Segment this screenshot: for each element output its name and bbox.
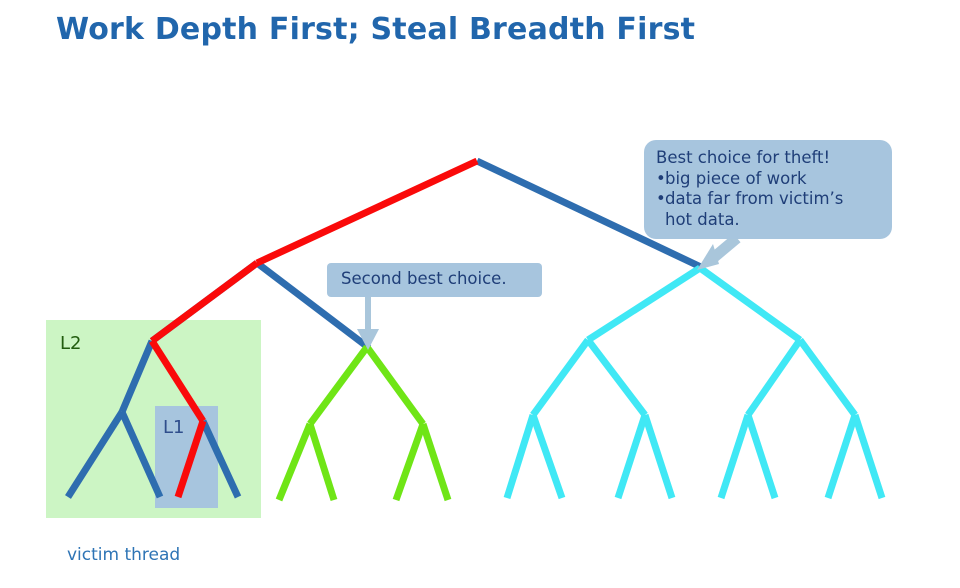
cyan-leaf-4: [641, 413, 676, 500]
callout-best-choice-for-theft: Best choice for theft! big piece of work…: [644, 140, 892, 239]
green-edge-r-leaf2: [419, 422, 452, 502]
cyan-leaf-1: [503, 413, 537, 500]
edge-root-right: [475, 157, 705, 272]
edge-left-greenroot: [254, 260, 372, 351]
green-edge-root-right: [364, 344, 426, 427]
cyan-leaf-7: [824, 413, 859, 500]
cyan-edge-r-right: [797, 337, 858, 418]
green-edge-l-leaf2: [306, 422, 338, 502]
green-edge-r-leaf1: [392, 422, 427, 502]
cyan-edge-r-left: [745, 338, 803, 417]
second-choice-arrow: [357, 290, 379, 350]
victim-thread-caption: victim thread: [67, 545, 181, 565]
green-edge-root-left: [307, 344, 370, 427]
edge-ll-leaf1b: [65, 410, 125, 499]
callout-theft-bullet-1: big piece of work: [656, 169, 882, 190]
region-label-l2: L2: [60, 333, 82, 354]
theft-arrow: [697, 233, 741, 270]
cyan-edge-l-right: [585, 337, 648, 418]
cyan-subtree: [503, 265, 886, 500]
cyan-edge-l-left: [530, 337, 591, 418]
region-label-l1: L1: [163, 417, 185, 438]
page-title: Work Depth First; Steal Breadth First: [56, 12, 696, 47]
edge-ll-leaf2: [118, 410, 164, 499]
cyan-leaf-5: [717, 413, 752, 500]
green-subtree: [275, 344, 452, 502]
callout-theft-continuation: hot data.: [665, 209, 740, 229]
cyan-leaf-2: [529, 413, 566, 500]
cyan-edge-root-right: [697, 265, 803, 343]
cyan-leaf-3: [614, 413, 649, 500]
edge-ll-leaf1: [118, 339, 156, 414]
callout-theft-bullet-2: data far from victim’s: [656, 189, 882, 210]
callout-theft-heading: Best choice for theft!: [656, 148, 831, 167]
red-victim-path: [149, 157, 479, 499]
cyan-leaf-8: [851, 413, 886, 500]
cyan-edge-root-left: [586, 265, 702, 343]
edge-red-l1node-leaf: [174, 419, 207, 499]
edge-red-left-down: [149, 260, 260, 344]
edge-red-root-left: [255, 157, 479, 267]
green-edge-l-leaf1: [275, 422, 314, 502]
edge-red-ll-l1node: [149, 339, 206, 423]
edge-l1-rightleaf: [199, 419, 242, 499]
callout-second-best-choice: Second best choice.: [327, 263, 542, 297]
cyan-leaf-6: [744, 413, 779, 500]
